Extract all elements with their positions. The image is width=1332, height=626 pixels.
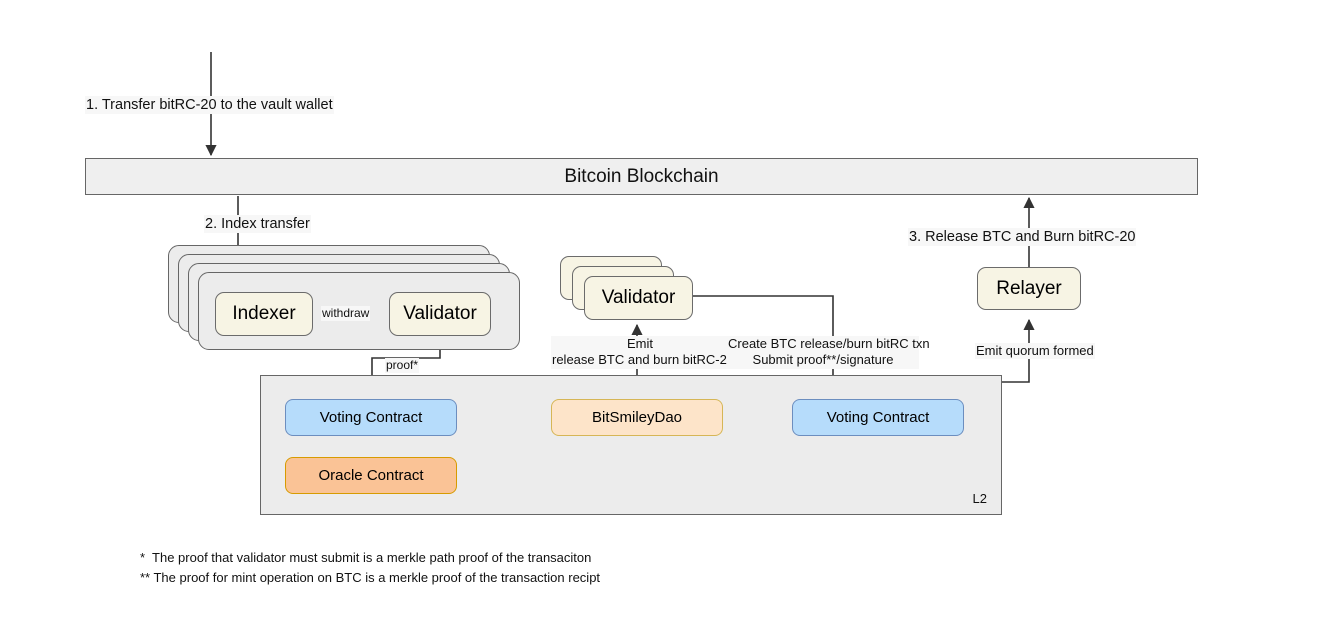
l2-label: L2 — [972, 491, 987, 506]
bitcoin-blockchain-label: Bitcoin Blockchain — [564, 165, 719, 187]
edge-label-step2: 2. Index transfer — [204, 215, 311, 234]
node-indexer-label: Indexer — [232, 303, 296, 325]
node-indexer[interactable]: Indexer — [215, 292, 313, 336]
node-relayer[interactable]: Relayer — [977, 267, 1081, 310]
footnote-2: ** The proof for mint operation on BTC i… — [140, 570, 601, 586]
node-bitsmiley-dao-label: BitSmileyDao — [591, 408, 683, 426]
node-validator-center[interactable]: Validator — [584, 276, 693, 320]
node-voting-contract-right-label: Voting Contract — [826, 408, 930, 426]
node-relayer-label: Relayer — [996, 277, 1062, 299]
edge-label-emit-release: Emit release BTC and burn bitRC-20 — [551, 336, 735, 369]
footnote-1: * The proof that validator must submit i… — [140, 550, 592, 565]
edge-label-create-line1: Create BTC release/burn bitRC txn — [728, 336, 930, 351]
edge-label-quorum-formed: Emit quorum formed — [975, 343, 1095, 360]
node-oracle-contract[interactable]: Oracle Contract — [285, 457, 457, 494]
node-bitsmiley-dao[interactable]: BitSmileyDao — [551, 399, 723, 436]
bitcoin-blockchain-bar[interactable]: Bitcoin Blockchain — [85, 158, 1198, 195]
edge-label-withdraw: withdraw — [321, 306, 371, 321]
edge-label-step1: 1. Transfer bitRC-20 to the vault wallet — [85, 96, 334, 115]
node-oracle-contract-label: Oracle Contract — [318, 466, 424, 484]
node-voting-contract-left-label: Voting Contract — [319, 408, 423, 426]
edge-label-emit-line2: release BTC and burn bitRC-20 — [552, 352, 735, 368]
edge-label-create-btc-txn: Create BTC release/burn bitRC txn Submit… — [727, 336, 930, 369]
node-voting-contract-right[interactable]: Voting Contract — [792, 399, 964, 436]
edge-label-create-line2: Submit proof**/signature — [752, 352, 894, 368]
footnotes: * The proof that validator must submit i… — [140, 548, 600, 588]
edge-label-emit-line1: Emit — [627, 336, 653, 351]
node-voting-contract-left[interactable]: Voting Contract — [285, 399, 457, 436]
edge-label-proof: proof* — [385, 358, 420, 373]
l2-container: L2 — [260, 375, 1002, 515]
node-validator-left-label: Validator — [403, 303, 477, 325]
node-validator-center-label: Validator — [601, 287, 676, 309]
edge-label-step3: 3. Release BTC and Burn bitRC-20 — [908, 228, 1137, 247]
node-validator-left[interactable]: Validator — [389, 292, 491, 336]
